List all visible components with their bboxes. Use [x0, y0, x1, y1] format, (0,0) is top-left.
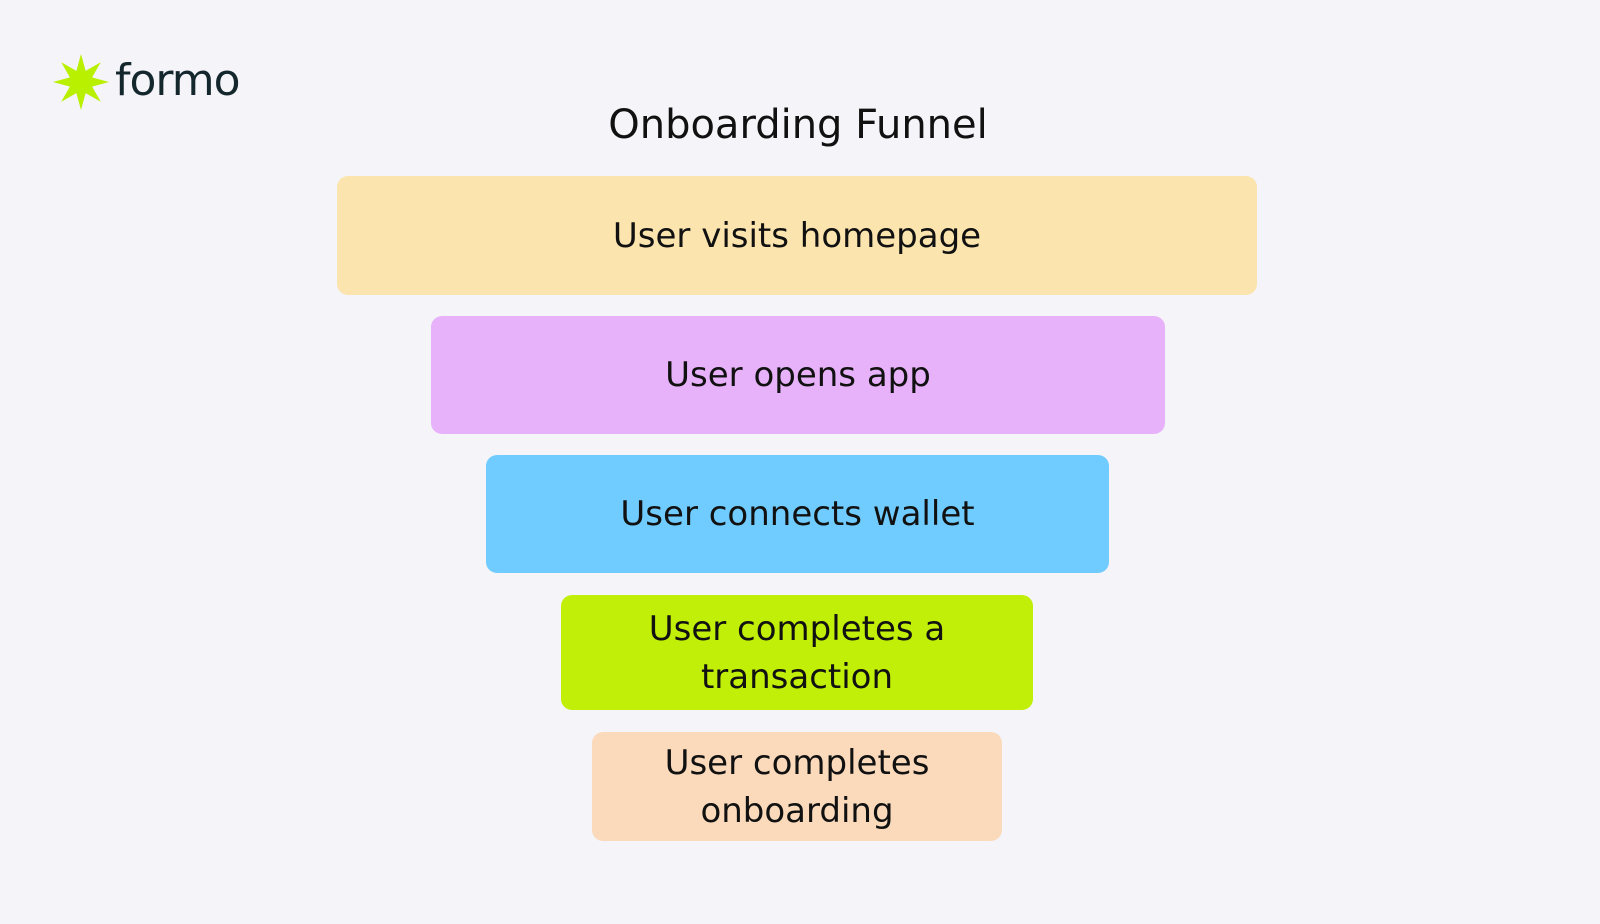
funnel-stage-visits-homepage: User visits homepage: [337, 176, 1257, 295]
funnel-stage-completes-onboarding: User completes onboarding: [592, 732, 1002, 841]
funnel-stage-label: User opens app: [665, 355, 931, 395]
funnel-stage-label: User completes a transaction: [648, 608, 946, 697]
funnel-stage-label: User completes onboarding: [664, 742, 930, 831]
funnel-stage-completes-transaction: User completes a transaction: [561, 595, 1033, 710]
funnel-stage-opens-app: User opens app: [431, 316, 1165, 434]
formo-logo: formo: [52, 52, 241, 112]
funnel-stage-label: User visits homepage: [612, 215, 982, 256]
star-burst-icon: [53, 54, 109, 110]
funnel-stage-connects-wallet: User connects wallet: [486, 455, 1109, 573]
diagram-title: Onboarding Funnel: [608, 102, 988, 148]
logo-wordmark: formo: [115, 55, 241, 106]
funnel-stage-label: User connects wallet: [620, 494, 975, 534]
